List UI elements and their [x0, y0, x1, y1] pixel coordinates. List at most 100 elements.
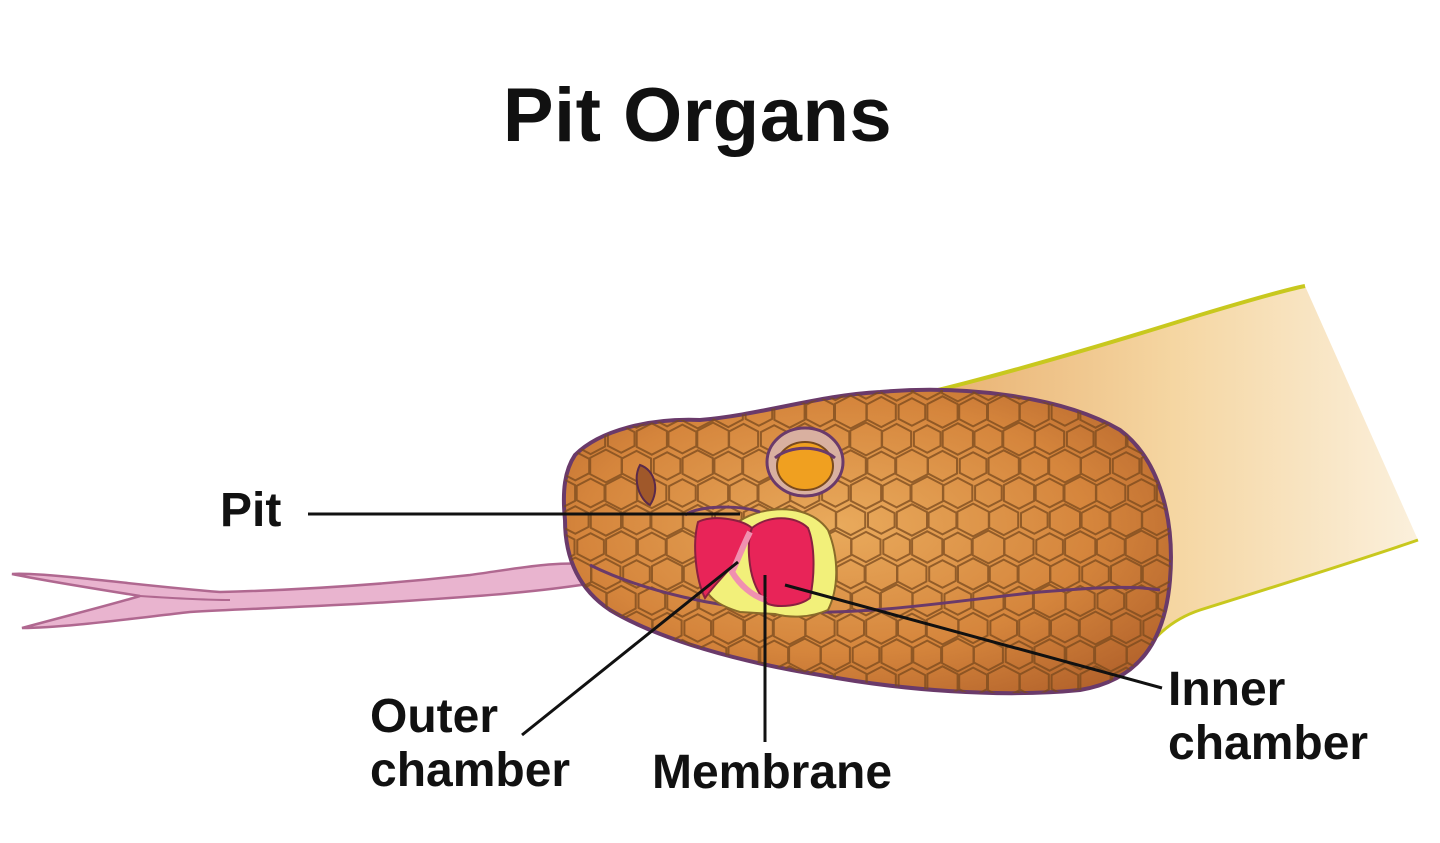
scale — [928, 721, 957, 751]
scale — [941, 692, 974, 694]
scale — [912, 801, 942, 832]
scale — [1356, 829, 1385, 843]
scale — [1064, 584, 1096, 618]
scale — [668, 478, 697, 508]
scale — [574, 638, 607, 672]
scale — [988, 503, 1020, 537]
scale — [591, 829, 620, 843]
scale — [911, 530, 944, 564]
scale — [1265, 613, 1294, 643]
scale — [1386, 396, 1416, 427]
scale — [989, 775, 1018, 805]
scale — [1111, 828, 1141, 843]
scale — [1404, 587, 1431, 615]
scale — [851, 389, 881, 400]
scale — [591, 397, 621, 427]
scale — [1095, 476, 1127, 510]
scale — [576, 532, 605, 562]
scale — [1434, 425, 1440, 454]
scale — [865, 395, 897, 429]
scale — [805, 828, 835, 843]
scale — [759, 389, 790, 401]
leader-line-outer-chamber — [521, 560, 739, 737]
scale — [1357, 614, 1385, 643]
scale — [1094, 692, 1127, 694]
scale — [1204, 614, 1232, 643]
scale — [699, 802, 728, 832]
scale — [1340, 585, 1371, 618]
scale — [914, 695, 941, 723]
scale — [667, 801, 698, 834]
scale — [1432, 801, 1440, 834]
scale — [1082, 776, 1110, 805]
scale — [1387, 721, 1416, 751]
scale — [591, 612, 621, 644]
scale — [1158, 802, 1187, 832]
scale — [1003, 530, 1035, 564]
scale — [1419, 722, 1440, 750]
label-outer-chamber-line2: chamber — [370, 744, 571, 797]
scale — [1080, 449, 1111, 483]
scale — [835, 503, 867, 537]
scale — [1263, 774, 1294, 807]
scale — [652, 828, 682, 843]
scale — [1004, 747, 1034, 778]
scale — [563, 395, 591, 429]
scale — [849, 476, 883, 510]
scale — [1172, 828, 1203, 843]
scale — [1036, 803, 1063, 831]
scale — [684, 830, 712, 843]
scale — [822, 695, 850, 724]
scale — [744, 829, 773, 843]
scale — [1002, 476, 1036, 510]
pit-membrane — [728, 530, 767, 603]
diagram-title: Pit Organs — [502, 73, 893, 158]
scale — [1327, 776, 1354, 804]
scale — [942, 476, 974, 510]
scale — [1235, 776, 1263, 805]
scale — [681, 664, 715, 694]
scale — [957, 557, 990, 591]
scale — [713, 828, 744, 843]
scale — [1311, 587, 1339, 616]
scale — [929, 776, 957, 805]
tongue-fork-line — [139, 595, 231, 601]
scale — [958, 828, 988, 843]
scale — [1156, 530, 1171, 564]
scale — [1402, 693, 1432, 724]
scale — [837, 830, 865, 843]
scale — [958, 451, 988, 481]
scale — [575, 692, 607, 694]
scale — [666, 638, 698, 672]
scale — [912, 747, 943, 780]
scale — [622, 721, 651, 751]
scale — [1433, 370, 1440, 400]
scale — [1371, 747, 1402, 780]
scale — [1034, 422, 1066, 456]
scale — [1434, 695, 1440, 724]
scale — [1142, 775, 1171, 805]
scale — [1110, 611, 1142, 645]
scale — [1402, 423, 1432, 454]
label-outer-chamber-line1: Outer — [370, 690, 499, 743]
label-outer-chamber: Outer chamber — [370, 690, 570, 798]
scale — [1388, 776, 1416, 805]
scale — [990, 830, 1018, 843]
scale — [652, 451, 682, 481]
scale — [590, 720, 621, 753]
scale — [1434, 749, 1440, 777]
scale — [972, 584, 1005, 618]
scale — [865, 665, 897, 694]
scale — [1065, 801, 1095, 832]
scale — [883, 803, 910, 831]
nostril — [635, 463, 657, 507]
scale — [897, 829, 926, 843]
scale — [943, 586, 973, 616]
scale — [1157, 585, 1171, 617]
scale — [1401, 639, 1432, 672]
scale — [1388, 830, 1415, 843]
scale — [926, 395, 959, 429]
scale — [1372, 586, 1401, 616]
scale — [973, 801, 1004, 834]
scale — [683, 613, 712, 643]
